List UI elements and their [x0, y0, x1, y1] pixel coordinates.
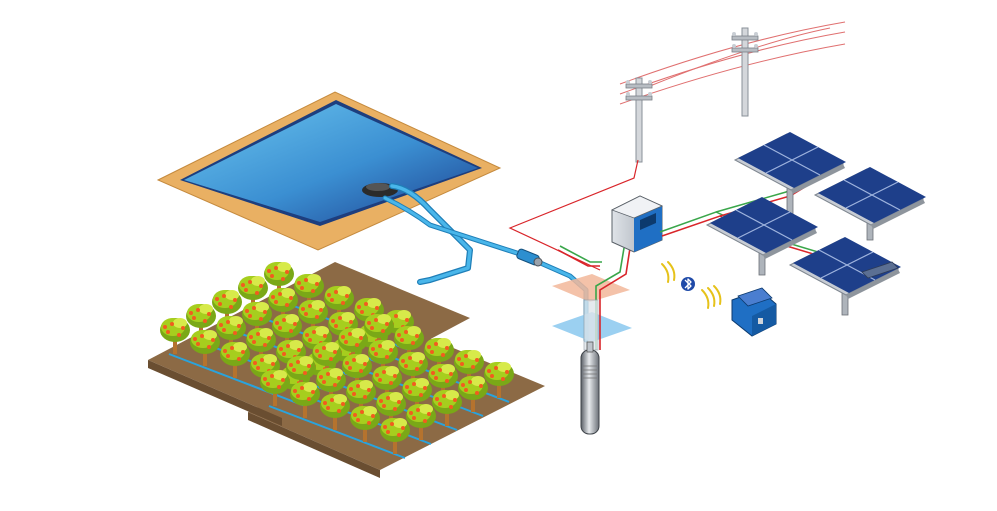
- solar-panel: [733, 132, 846, 221]
- bluetooth-icon: [681, 277, 695, 291]
- tree: [190, 330, 220, 366]
- tree: [212, 290, 242, 326]
- solar-panel: [788, 237, 901, 316]
- tree: [260, 370, 290, 406]
- orchard-field: [160, 262, 514, 454]
- tree: [342, 354, 372, 390]
- tree: [372, 366, 402, 402]
- submersible-pump: [580, 341, 600, 435]
- grid-cable: [508, 159, 639, 271]
- tree: [398, 352, 428, 388]
- tree: [316, 368, 346, 404]
- tree: [428, 364, 458, 400]
- flow-meter: [516, 248, 543, 267]
- tree: [454, 350, 484, 386]
- tree: [242, 302, 272, 338]
- tree: [364, 314, 394, 350]
- mobile-device: [731, 287, 777, 337]
- tree: [160, 318, 190, 354]
- tree: [264, 262, 294, 298]
- tree: [380, 418, 410, 454]
- tree: [484, 362, 514, 398]
- tree: [320, 394, 350, 430]
- tree: [458, 376, 488, 412]
- tree: [220, 342, 250, 378]
- tree: [312, 342, 342, 378]
- tree: [246, 328, 276, 364]
- ground-plane-upper: [552, 274, 630, 302]
- power-pole-left: [625, 77, 653, 163]
- float-switch: [362, 183, 398, 197]
- drip-line: [268, 405, 406, 459]
- wireless-signal-icon: [661, 261, 722, 309]
- tree: [350, 406, 380, 442]
- tree: [432, 390, 462, 426]
- tree: [290, 382, 320, 418]
- supply-pipe: [382, 183, 589, 343]
- solar-junction-box: [861, 261, 899, 279]
- power-pole-right: [731, 27, 759, 117]
- tree: [186, 304, 216, 340]
- tree: [328, 312, 358, 348]
- tree: [406, 404, 436, 440]
- tree: [294, 274, 324, 310]
- drip-line: [168, 353, 306, 407]
- pump-controller: [610, 195, 663, 253]
- solar-panel: [705, 197, 818, 276]
- solar-panel-array: [705, 132, 926, 316]
- solar-panel: [813, 167, 926, 241]
